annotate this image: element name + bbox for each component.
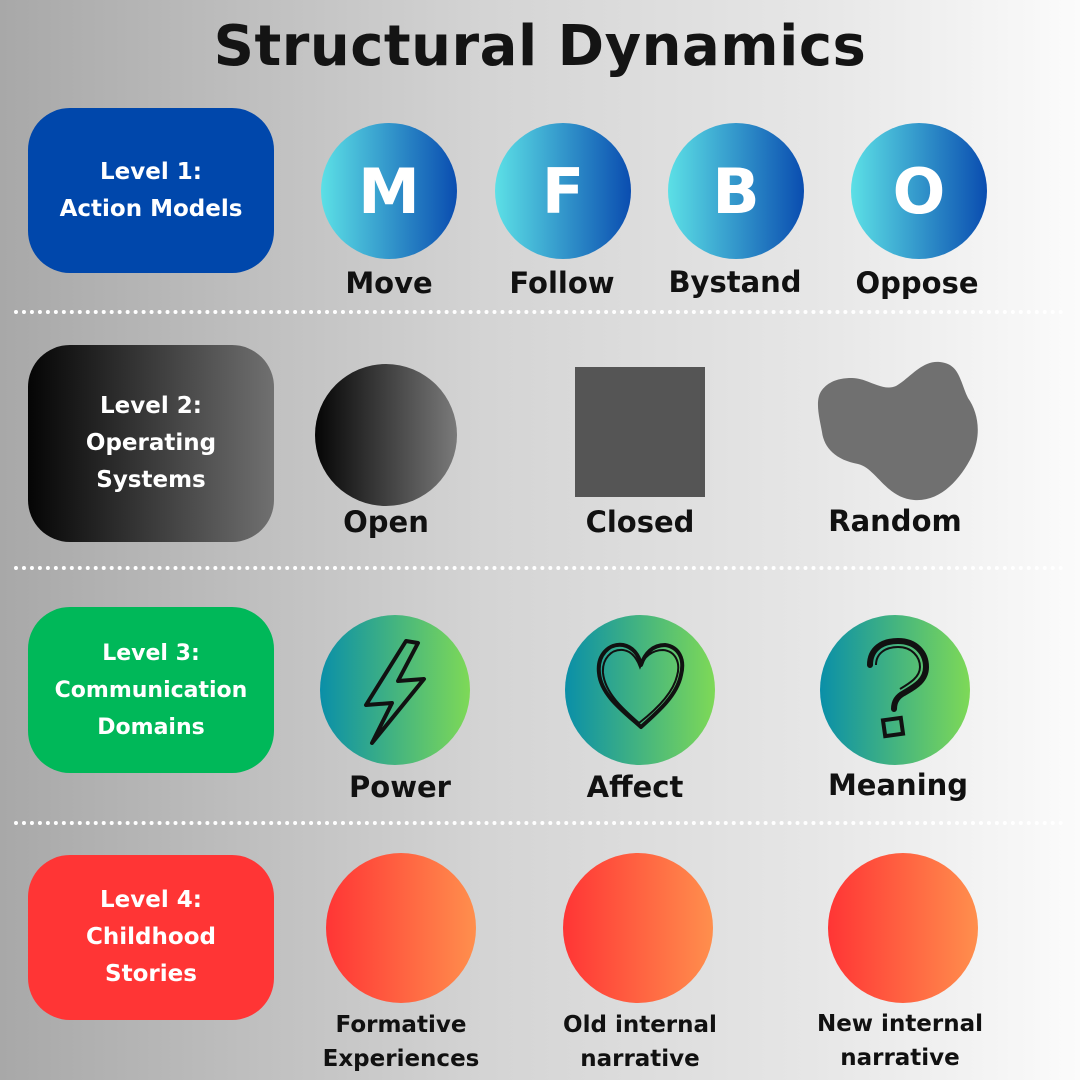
meaning-circle bbox=[820, 615, 970, 765]
divider-1 bbox=[14, 310, 1064, 314]
lightning-bolt-icon bbox=[364, 639, 426, 745]
level-2-label-line-3: Systems bbox=[96, 467, 206, 493]
divider-3 bbox=[14, 821, 1064, 825]
level-3-label-line-2: Communication bbox=[54, 677, 248, 703]
follow-circle: F bbox=[495, 123, 631, 259]
old-internal-narrative-line-1: Old internal bbox=[563, 1012, 717, 1038]
open-circle-shape bbox=[315, 364, 457, 506]
formative-experiences-circle bbox=[326, 853, 476, 1003]
formative-experiences-line-1: Formative bbox=[335, 1012, 467, 1038]
affect-label: Affect bbox=[586, 770, 684, 804]
page-title: Structural Dynamics bbox=[213, 14, 867, 79]
new-internal-narrative-label: New internal narrative bbox=[808, 1007, 992, 1075]
level-2-label-line-1: Level 2: bbox=[100, 393, 202, 419]
level-1-label-line-2: Action Models bbox=[59, 195, 243, 222]
closed-square-shape bbox=[575, 367, 705, 497]
heart-icon bbox=[596, 642, 685, 729]
meaning-label: Meaning bbox=[827, 768, 969, 802]
question-mark-icon bbox=[867, 637, 930, 739]
move-letter: M bbox=[358, 154, 420, 228]
new-internal-narrative-circle bbox=[828, 853, 978, 1003]
bystand-label: Bystand bbox=[668, 265, 802, 299]
old-internal-narrative-circle bbox=[563, 853, 713, 1003]
formative-experiences-label: Formative Experiences bbox=[311, 1008, 491, 1076]
level-2-badge: Level 2: Operating Systems bbox=[28, 345, 274, 542]
bystand-circle: B bbox=[668, 123, 804, 259]
level-3-label-line-1: Level 3: bbox=[102, 640, 200, 666]
open-label: Open bbox=[343, 505, 429, 539]
move-label: Move bbox=[345, 266, 433, 300]
affect-circle bbox=[565, 615, 715, 765]
level-4-label-line-1: Level 4: bbox=[100, 887, 202, 913]
follow-letter: F bbox=[541, 154, 585, 228]
level-3-label-line-3: Domains bbox=[97, 714, 205, 740]
oppose-letter: O bbox=[892, 154, 946, 228]
new-internal-narrative-line-2: narrative bbox=[840, 1045, 960, 1071]
new-internal-narrative-line-1: New internal bbox=[816, 1011, 984, 1037]
follow-label: Follow bbox=[509, 266, 615, 300]
divider-2 bbox=[14, 566, 1064, 570]
level-3-badge: Level 3: Communication Domains bbox=[28, 607, 274, 773]
old-internal-narrative-line-2: narrative bbox=[580, 1046, 700, 1072]
level-1-label-line-1: Level 1: bbox=[100, 158, 202, 185]
move-circle: M bbox=[321, 123, 457, 259]
bystand-letter: B bbox=[712, 154, 760, 228]
level-4-badge: Level 4: Childhood Stories bbox=[28, 855, 274, 1020]
oppose-circle: O bbox=[851, 123, 987, 259]
old-internal-narrative-label: Old internal narrative bbox=[548, 1008, 732, 1076]
oppose-label: Oppose bbox=[855, 266, 979, 300]
level-4-label-line-2: Childhood bbox=[86, 924, 216, 950]
level-4-label-line-3: Stories bbox=[105, 961, 197, 987]
power-circle bbox=[320, 615, 470, 765]
closed-label: Closed bbox=[585, 505, 695, 539]
formative-experiences-line-2: Experiences bbox=[322, 1046, 480, 1072]
random-blob-shape bbox=[817, 361, 978, 501]
level-1-badge: Level 1: Action Models bbox=[28, 108, 274, 273]
random-label: Random bbox=[828, 504, 962, 538]
power-label: Power bbox=[349, 770, 451, 804]
level-2-label-line-2: Operating bbox=[85, 430, 217, 456]
